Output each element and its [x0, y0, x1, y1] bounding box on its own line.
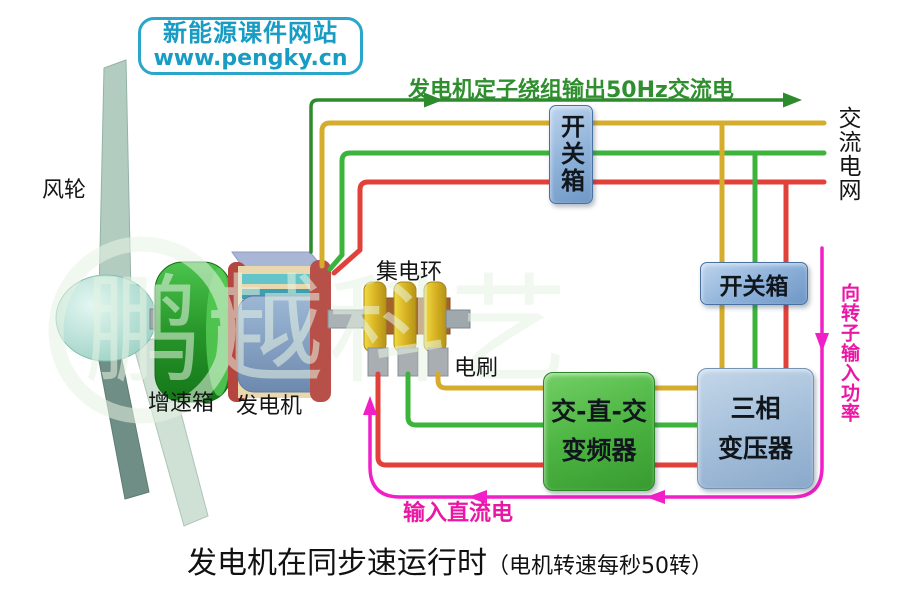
transformer-box: 三相 变压器: [697, 368, 814, 489]
pink-arrowhead-down: [815, 333, 829, 352]
converter-label-line2: 变频器: [561, 435, 637, 465]
site-logo-url: www.pengky.cn: [153, 46, 348, 72]
stator-arrowhead-mid: [424, 92, 443, 108]
stator-output-arrow-line: [309, 98, 786, 254]
site-logo-name: 新能源课件网站: [163, 19, 338, 48]
switch-box-right-label: 开关箱: [719, 273, 789, 300]
brush-wire-green: [405, 371, 549, 428]
diagram-title-sub: （电机转速每秒50转）: [487, 554, 713, 579]
stator-wire-red: [331, 179, 827, 276]
stator-wire-yellow: [319, 120, 827, 269]
diagram-title: 发电机在同步速运行时（电机转速每秒50转）: [0, 538, 900, 582]
brush-wire-yellow: [435, 371, 549, 391]
stator-arrowhead-end: [783, 92, 802, 108]
stator-wire-green: [327, 150, 827, 272]
arrowheads: [363, 92, 829, 504]
label-gearbox: 增速箱: [148, 391, 215, 416]
wind-turbine-assembly: [55, 59, 471, 527]
label-ac-grid: 交流电网: [834, 106, 860, 202]
watermark-text: 鹏越科艺: [84, 262, 572, 400]
generator-right-shield: [310, 260, 331, 402]
transformer-label-line1: 三相: [730, 393, 781, 423]
site-logo: 新能源课件网站 www.pengky.cn: [138, 17, 363, 75]
watermark: 鹏越科艺: [48, 236, 572, 424]
shaft-stub-right: [445, 309, 471, 329]
converter-label-line1: 交-直-交: [551, 396, 647, 426]
switch-box-right: 开关箱: [700, 262, 808, 305]
converter-box: 交-直-交 变频器: [543, 372, 655, 491]
pink-arrowhead-left-1: [646, 490, 665, 504]
annotation-stator-output: 发电机定子绕组输出50Hz交流电: [408, 78, 734, 103]
diagram-title-main: 发电机在同步速运行时: [187, 546, 487, 581]
wires: [309, 98, 827, 499]
annotation-dc-input: 输入直流电: [403, 501, 514, 526]
label-generator: 发电机: [236, 394, 303, 419]
pink-arrowhead-up: [363, 396, 377, 415]
blade-down-right: [132, 336, 209, 527]
annotation-rotor-input-power: 向转子输入功率: [838, 283, 860, 423]
label-wind-wheel: 风轮: [42, 178, 87, 203]
rotor-flow-pink-line: [368, 246, 824, 499]
switch-box-top-label: 开关箱: [556, 114, 585, 195]
switch-box-top: 开关箱: [549, 105, 593, 204]
pink-arrowhead-left-2: [468, 490, 487, 504]
generator-winding-stripe: [242, 274, 320, 284]
label-brush: 电刷: [454, 356, 499, 381]
label-slip-ring: 集电环: [376, 260, 443, 285]
generator-winding-stripe: [242, 289, 320, 299]
brush-wire-red: [375, 371, 549, 468]
transformer-label-line2: 变压器: [717, 433, 793, 463]
